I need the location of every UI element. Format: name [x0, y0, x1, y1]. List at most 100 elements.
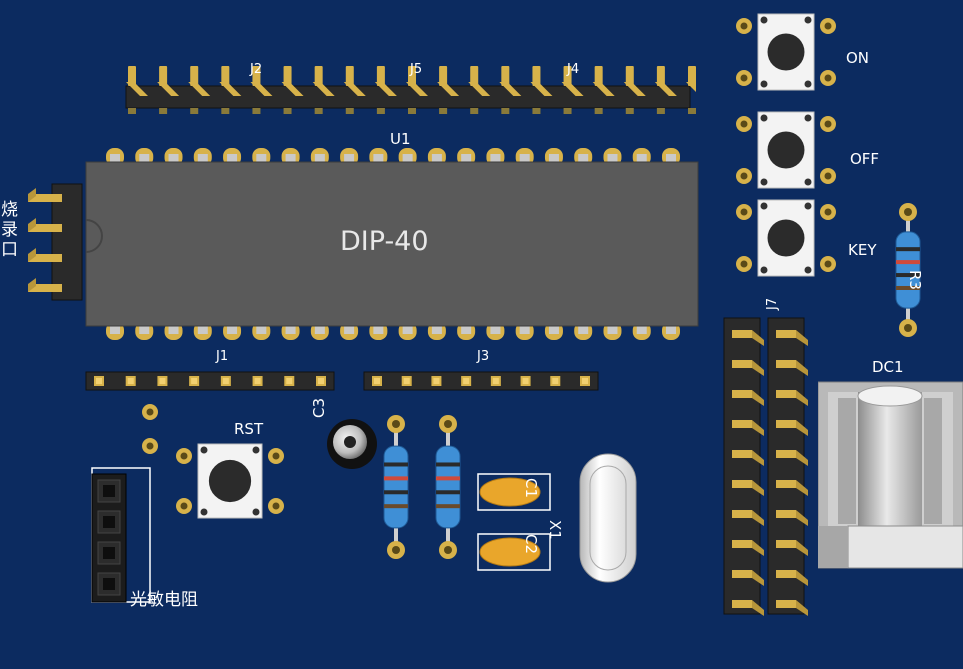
button-rst[interactable] [176, 440, 284, 522]
resistor-r3 [890, 202, 926, 338]
chip-pin-top-leg [431, 154, 442, 164]
chip-pin-bottom-leg [256, 324, 267, 334]
jumper-pads [138, 402, 162, 458]
label-c2: C2 [522, 534, 540, 555]
chip-pin-top-leg [110, 154, 120, 164]
pin-foot [408, 108, 416, 114]
pin [732, 390, 752, 398]
pin-foot [283, 108, 292, 114]
pin-top [254, 378, 261, 384]
capacitor-body [479, 477, 541, 507]
resistor-band [384, 490, 408, 495]
resistor-band [384, 504, 408, 509]
chip-graphic [85, 148, 699, 340]
button-key[interactable] [736, 196, 836, 280]
resistor-2-graphic [435, 415, 461, 559]
button-corner [200, 446, 208, 454]
capacitor-c1-graphic [477, 473, 551, 511]
button-pad-hole [740, 260, 748, 268]
pin-foot [470, 108, 479, 114]
button-corner [804, 266, 812, 274]
button-cap [767, 219, 805, 257]
pin [732, 420, 752, 428]
resistor-band [384, 462, 408, 467]
button-pad-hole [740, 74, 748, 82]
pin-top [433, 378, 440, 384]
pin [732, 570, 752, 578]
pin-tip [190, 66, 199, 86]
top-header-strip [116, 64, 696, 116]
pin-bend [28, 248, 36, 262]
label-off: OFF [850, 150, 880, 168]
pin-foot [345, 108, 354, 114]
chip-pin-top-leg [344, 154, 355, 164]
pin-foot [563, 108, 572, 114]
button-pad-hole [180, 452, 188, 460]
jumper-pads-graphic [142, 404, 158, 454]
pin-tip [314, 66, 323, 86]
pin-tip [563, 66, 572, 86]
pin-top [582, 378, 588, 384]
chip-notch [85, 219, 103, 253]
pin-foot [128, 108, 136, 114]
pin-tip [688, 66, 696, 86]
resistor-2 [430, 414, 466, 560]
pin-top [159, 378, 166, 384]
pin-top [374, 378, 380, 384]
pin-bend [752, 450, 764, 466]
pin-top [191, 378, 198, 384]
label-program-port: 烧录口 [1, 200, 18, 260]
pin [28, 254, 62, 262]
chip-pin-top-leg [548, 154, 559, 164]
pin-bend [796, 420, 808, 436]
chip-u1 [84, 146, 700, 342]
button-corner [760, 178, 768, 186]
pin-bend [752, 360, 764, 376]
pin [28, 284, 62, 292]
button-corner [760, 266, 768, 274]
pin-top [318, 378, 324, 384]
capacitor-c3 [312, 412, 380, 472]
button-pad-hole [824, 172, 832, 180]
pin-top [403, 378, 410, 384]
chip-pin-bottom-leg [168, 324, 179, 334]
button-rst-graphic [176, 443, 284, 519]
label-u1: U1 [390, 130, 411, 148]
capacitor-c2 [474, 530, 554, 574]
resistor-pad-hole [392, 420, 400, 428]
button-pad-hole [824, 74, 832, 82]
sensor-header [90, 466, 156, 606]
chip-pin-bottom-leg [666, 324, 676, 334]
program-header-body [51, 183, 83, 301]
resistor-1-graphic [383, 415, 409, 559]
capacitor-c3-graphic [327, 419, 377, 469]
pin-foot [625, 108, 634, 114]
button-pad-hole [740, 120, 748, 128]
button-pad-hole [740, 208, 748, 216]
chip-pin-bottom-leg [197, 324, 208, 334]
pin-bend [752, 600, 764, 616]
label-rst: RST [234, 420, 264, 438]
pin-top [286, 378, 293, 384]
pin-bend [752, 420, 764, 436]
button-corner [252, 446, 260, 454]
button-off[interactable] [736, 108, 836, 192]
header-j1 [84, 364, 336, 396]
resistor-band [436, 476, 460, 481]
button-on[interactable] [736, 10, 836, 94]
capacitor-outline [477, 473, 551, 511]
socket-hole [103, 485, 115, 497]
resistor-pad-hole [904, 324, 912, 332]
pin [732, 480, 752, 488]
pin-bend [796, 540, 808, 556]
resistor-body [435, 445, 461, 529]
pin-foot [376, 108, 385, 114]
pin-top [522, 378, 529, 384]
label-j2: J2 [250, 62, 263, 77]
header-j3-graphic [363, 371, 599, 391]
label-j3: J3 [477, 349, 490, 364]
pin [28, 224, 62, 232]
resistor-band [436, 462, 460, 467]
chip-pin-bottom-leg [461, 324, 472, 334]
chip-pin-bottom-leg [402, 324, 413, 334]
